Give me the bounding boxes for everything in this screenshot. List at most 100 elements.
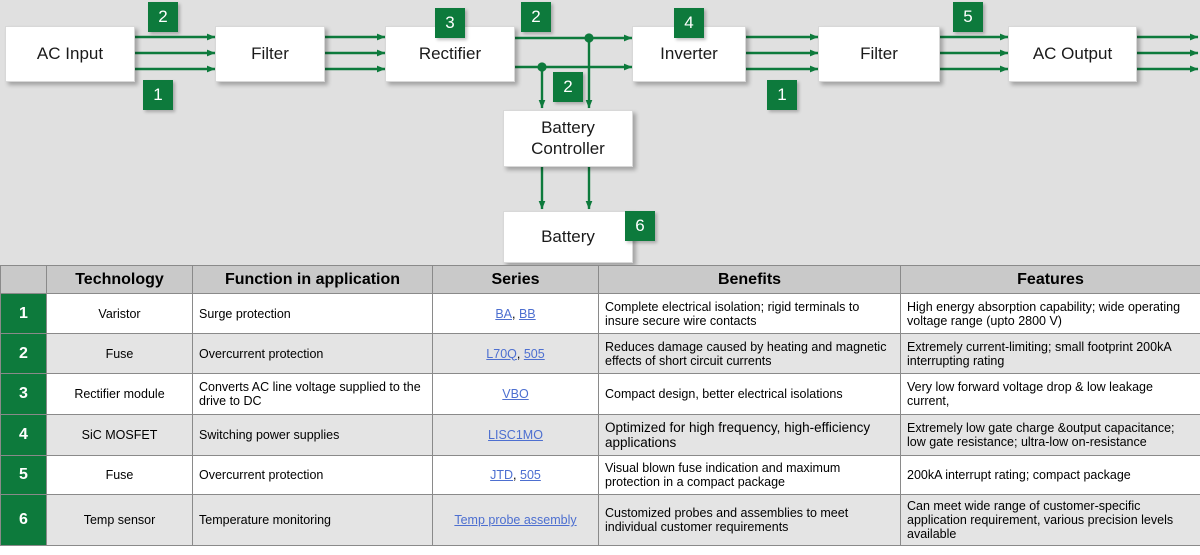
diagram-badge-1-inverter-filter[interactable]: 1 bbox=[767, 80, 797, 110]
cell-benefits: Customized probes and assemblies to meet… bbox=[598, 494, 901, 546]
series-link[interactable]: L70Q bbox=[486, 346, 517, 361]
cell-series: LISC1MO bbox=[432, 414, 599, 456]
col-header-series: Series bbox=[432, 265, 599, 294]
col-header-benefits: Benefits bbox=[598, 265, 901, 294]
table-row: 2 Fuse Overcurrent protection L70Q, 505 … bbox=[0, 333, 1200, 374]
cell-series: BA, BB bbox=[432, 293, 599, 334]
cell-technology: Fuse bbox=[46, 333, 193, 374]
block-battery-label: Battery bbox=[541, 226, 595, 246]
series-link[interactable]: LISC1MO bbox=[488, 428, 543, 442]
series-link[interactable]: BA bbox=[495, 306, 513, 321]
ups-block-diagram: AC Input Filter Rectifier Inverter Filte… bbox=[0, 0, 1200, 265]
cell-function: Surge protection bbox=[192, 293, 433, 334]
series-separator: , bbox=[512, 306, 519, 321]
table-row: 1 Varistor Surge protection BA, BB Compl… bbox=[0, 293, 1200, 334]
block-ac-output-label: AC Output bbox=[1032, 43, 1113, 63]
diagram-badge-4-inverter[interactable]: 4 bbox=[674, 8, 704, 38]
cell-function: Overcurrent protection bbox=[192, 455, 433, 495]
diagram-badge-2-battery-branch[interactable]: 2 bbox=[553, 72, 583, 102]
diagram-badge-3-rectifier[interactable]: 3 bbox=[435, 8, 465, 38]
badge-value: 2 bbox=[531, 7, 541, 26]
table-row: 5 Fuse Overcurrent protection JTD, 505 V… bbox=[0, 455, 1200, 495]
block-ac-input-label: AC Input bbox=[36, 43, 104, 63]
cell-benefits: Compact design, better electrical isolat… bbox=[598, 373, 901, 415]
badge-value: 1 bbox=[153, 85, 163, 104]
block-filter-output[interactable]: Filter bbox=[818, 26, 940, 82]
col-header-technology: Technology bbox=[46, 265, 193, 294]
block-filter-input[interactable]: Filter bbox=[215, 26, 325, 82]
badge-value: 2 bbox=[158, 7, 168, 26]
cell-series: L70Q, 505 bbox=[432, 333, 599, 374]
series-link[interactable]: VBO bbox=[502, 387, 529, 401]
cell-benefits: Reduces damage caused by heating and mag… bbox=[598, 333, 901, 374]
table-row: 6 Temp sensor Temperature monitoring Tem… bbox=[0, 494, 1200, 546]
cell-series: VBO bbox=[432, 373, 599, 415]
block-filter-output-label: Filter bbox=[860, 43, 898, 63]
cell-features: High energy absorption capability; wide … bbox=[900, 293, 1200, 334]
row-number: 1 bbox=[0, 293, 47, 334]
block-battery-controller-label: Battery Controller bbox=[531, 118, 605, 158]
block-battery[interactable]: Battery bbox=[503, 211, 633, 263]
cell-function: Switching power supplies bbox=[192, 414, 433, 456]
col-header-num bbox=[0, 265, 47, 294]
series-link[interactable]: BB bbox=[518, 306, 536, 321]
col-header-features: Features bbox=[900, 265, 1200, 294]
cell-features: Extremely current-limiting; small footpr… bbox=[900, 333, 1200, 374]
badge-value: 3 bbox=[445, 13, 455, 32]
diagram-connections bbox=[133, 33, 1199, 210]
series-link[interactable]: JTD bbox=[490, 468, 514, 482]
specification-table: Technology Function in application Serie… bbox=[0, 265, 1200, 546]
bus-junction-dot bbox=[584, 33, 594, 43]
specification-table-wrap: Technology Function in application Serie… bbox=[0, 265, 1200, 555]
cell-function: Temperature monitoring bbox=[192, 494, 433, 546]
series-link[interactable]: Temp probe assembly bbox=[454, 513, 577, 527]
badge-value: 2 bbox=[563, 77, 573, 96]
cell-technology: Temp sensor bbox=[46, 494, 193, 546]
block-battery-controller[interactable]: Battery Controller bbox=[503, 110, 633, 167]
block-inverter-label: Inverter bbox=[660, 43, 718, 63]
cell-benefits: Optimized for high frequency, high-effic… bbox=[598, 414, 901, 456]
cell-features: Very low forward voltage drop & low leak… bbox=[900, 373, 1200, 415]
series-separator: , bbox=[513, 468, 520, 482]
cell-benefits: Complete electrical isolation; rigid ter… bbox=[598, 293, 901, 334]
table-row: 4 SiC MOSFET Switching power supplies LI… bbox=[0, 414, 1200, 456]
table-row: 3 Rectifier module Converts AC line volt… bbox=[0, 373, 1200, 415]
row-number: 2 bbox=[0, 333, 47, 374]
table-body: 1 Varistor Surge protection BA, BB Compl… bbox=[0, 293, 1200, 546]
diagram-badge-6-battery[interactable]: 6 bbox=[625, 211, 655, 241]
cell-technology: Varistor bbox=[46, 293, 193, 334]
diagram-badge-1-input-filter[interactable]: 1 bbox=[143, 80, 173, 110]
cell-function: Overcurrent protection bbox=[192, 333, 433, 374]
cell-features: Can meet wide range of customer-specific… bbox=[900, 494, 1200, 546]
row-number: 4 bbox=[0, 414, 47, 456]
cell-technology: Fuse bbox=[46, 455, 193, 495]
series-link[interactable]: 505 bbox=[523, 346, 545, 361]
cell-features: Extremely low gate charge &output capaci… bbox=[900, 414, 1200, 456]
block-rectifier-label: Rectifier bbox=[418, 43, 482, 63]
row-number: 5 bbox=[0, 455, 47, 495]
block-rectifier[interactable]: Rectifier bbox=[385, 26, 515, 82]
badge-value: 4 bbox=[684, 13, 694, 32]
table-header-row: Technology Function in application Serie… bbox=[0, 265, 1200, 294]
series-link[interactable]: 505 bbox=[520, 468, 541, 482]
row-number: 3 bbox=[0, 373, 47, 415]
series-separator: , bbox=[516, 346, 524, 361]
diagram-badge-5-output-filter[interactable]: 5 bbox=[953, 2, 983, 32]
block-filter-input-label: Filter bbox=[251, 43, 289, 63]
badge-value: 6 bbox=[635, 216, 645, 235]
diagram-badge-2-input-filter[interactable]: 2 bbox=[148, 2, 178, 32]
cell-technology: Rectifier module bbox=[46, 373, 193, 415]
cell-technology: SiC MOSFET bbox=[46, 414, 193, 456]
bus-junction-dot bbox=[537, 62, 547, 72]
cell-series: JTD, 505 bbox=[432, 455, 599, 495]
block-ac-output[interactable]: AC Output bbox=[1008, 26, 1137, 82]
block-ac-input[interactable]: AC Input bbox=[5, 26, 135, 82]
badge-value: 1 bbox=[777, 85, 787, 104]
cell-benefits: Visual blown fuse indication and maximum… bbox=[598, 455, 901, 495]
cell-series: Temp probe assembly bbox=[432, 494, 599, 546]
row-number: 6 bbox=[0, 494, 47, 546]
cell-features: 200kA interrupt rating; compact package bbox=[900, 455, 1200, 495]
diagram-badge-2-dc-bus[interactable]: 2 bbox=[521, 2, 551, 32]
cell-function: Converts AC line voltage supplied to the… bbox=[192, 373, 433, 415]
